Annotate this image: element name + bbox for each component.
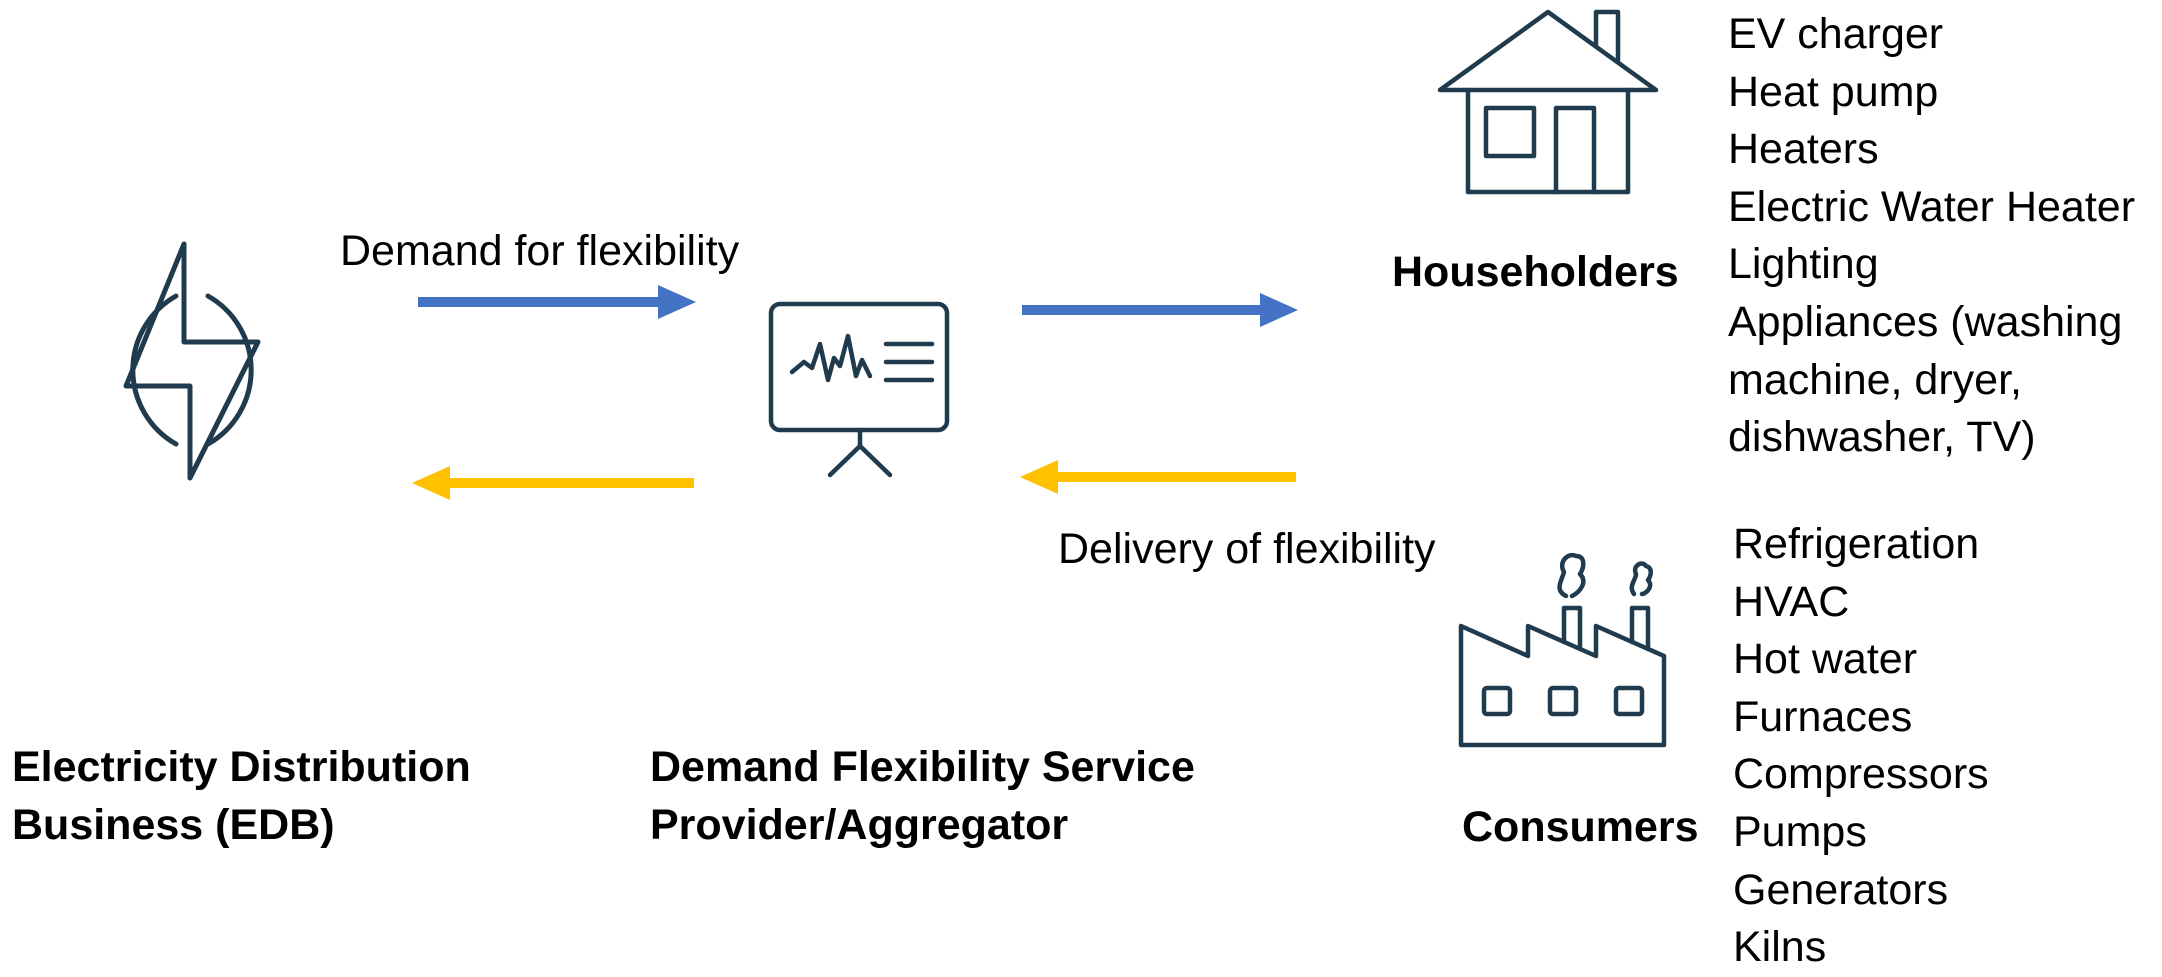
- aggregator-title: Demand Flexibility Service Provider/Aggr…: [650, 738, 1195, 854]
- list-item: Kilns: [1733, 923, 1827, 972]
- delivery-arrow-to-edb: [412, 466, 694, 500]
- lightning-power-icon: [123, 241, 261, 481]
- edb-title-line1: Electricity Distribution: [12, 743, 471, 791]
- demand-arrow-to-householders: [1022, 293, 1298, 327]
- list-item: Electric Water Heater: [1728, 182, 2136, 231]
- list-item: Appliances (washing: [1728, 297, 2123, 346]
- edb-title-line2: Business (EDB): [12, 801, 335, 849]
- list-item: dishwasher, TV): [1728, 413, 2036, 462]
- list-item: Compressors: [1733, 750, 1989, 799]
- presentation-board-icon: [768, 301, 950, 478]
- consumers-title: Consumers: [1462, 803, 1699, 851]
- list-item: Generators: [1733, 865, 1949, 914]
- list-item: Heat pump: [1728, 67, 1939, 116]
- list-item: Pumps: [1733, 807, 1867, 856]
- list-item: machine, dryer,: [1728, 355, 2022, 404]
- household-loads-list: EV charger Heat pump Heaters Electric Wa…: [1728, 6, 2135, 467]
- factory-icon: [1458, 552, 1667, 748]
- delivery-arrow-to-aggregator: [1020, 460, 1296, 494]
- aggregator-title-line1: Demand Flexibility Service: [650, 743, 1195, 791]
- list-item: EV charger: [1728, 10, 1944, 58]
- list-item: Refrigeration: [1733, 520, 1980, 568]
- list-item: HVAC: [1733, 577, 1850, 626]
- householders-title: Householders: [1392, 248, 1679, 296]
- aggregator-title-line2: Provider/Aggregator: [650, 801, 1069, 849]
- list-item: Lighting: [1728, 240, 1879, 289]
- edb-title: Electricity Distribution Business (EDB): [12, 738, 471, 854]
- list-item: Furnaces: [1733, 692, 1913, 741]
- list-item: Hot water: [1733, 635, 1918, 684]
- demand-for-flexibility-label: Demand for flexibility: [340, 227, 740, 275]
- demand-arrow-to-aggregator: [418, 285, 696, 319]
- house-icon: [1437, 9, 1659, 195]
- consumer-loads-list: Refrigeration HVAC Hot water Furnaces Co…: [1733, 516, 1989, 977]
- list-item: Heaters: [1728, 125, 1879, 174]
- delivery-of-flexibility-label: Delivery of flexibility: [1058, 525, 1436, 573]
